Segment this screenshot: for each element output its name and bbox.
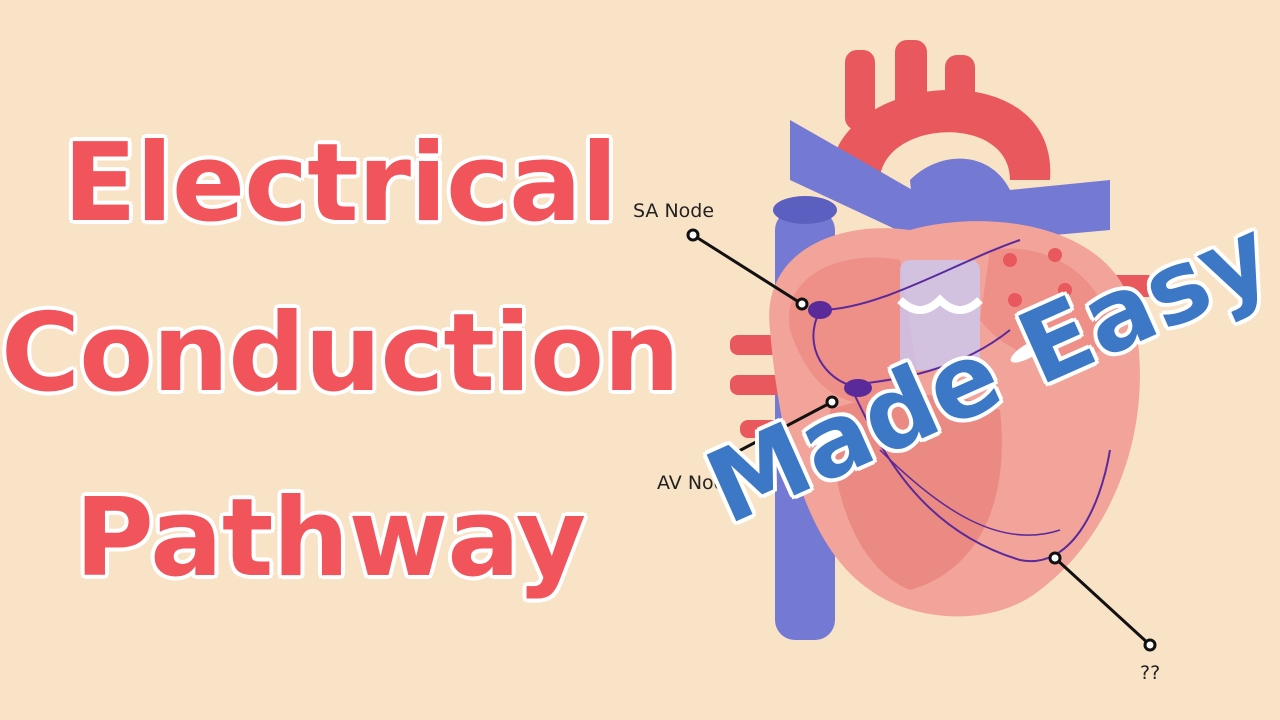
unknown-marker [1048,551,1062,565]
vena-cava-opening [773,196,837,224]
title-line-1: Electrical [63,121,618,246]
conduction-path [819,239,1021,311]
aorta-branch [845,50,875,130]
vessel-opening [1003,253,1017,267]
highlight [810,433,850,447]
vessel-opening [1058,283,1072,297]
sa-node [808,301,832,319]
sa-node-pointer [692,233,803,306]
valve [897,294,983,314]
left-atrium [980,248,1110,362]
conduction-path [812,309,851,386]
unknown-label: ?? [1140,662,1161,684]
sa-node-marker [686,228,700,242]
vessel-opening [1048,248,1062,262]
highlight [1010,337,1050,363]
unknown-pointer [1053,556,1152,647]
av-node [844,379,872,397]
vessel-opening [1008,293,1022,307]
av-node-marker [711,455,725,469]
unknown-marker [1143,638,1157,652]
purkinje-fibers [849,384,1111,563]
aorta-branch [945,55,975,125]
valve-area [900,260,980,370]
heart-illustration [686,40,1157,652]
av-node-pointer [717,400,833,464]
av-node-label: AV Node [657,472,738,494]
right-atrium [789,257,920,404]
pulmonary-vessel [790,120,940,250]
aorta [830,89,1051,190]
title-line-3: Pathway [74,476,586,601]
sa-node-marker [795,297,809,311]
purkinje-fibers [879,449,1061,536]
title-line-2: Conduction [0,291,680,416]
sa-node-label: SA Node [633,200,715,222]
aorta-branch [895,40,927,120]
av-node-marker [825,395,839,409]
